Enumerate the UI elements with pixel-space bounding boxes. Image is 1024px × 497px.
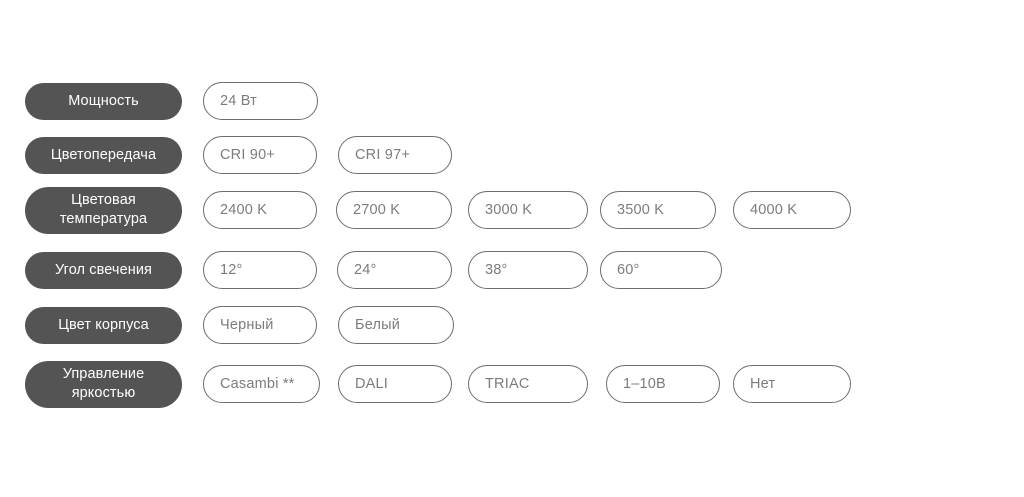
spec-label-text: Мощность <box>68 92 139 109</box>
spec-option-label: TRIAC <box>485 376 530 392</box>
spec-option-button[interactable]: 2700 K <box>336 191 452 229</box>
spec-option-button[interactable]: 3000 K <box>468 191 588 229</box>
spec-option-button[interactable]: Черный <box>203 306 317 344</box>
spec-option-label: 2700 K <box>353 202 401 218</box>
spec-option-label: DALI <box>355 376 389 392</box>
spec-option-button[interactable]: CRI 90+ <box>203 136 317 174</box>
spec-option-label: 24 Вт <box>220 93 257 109</box>
spec-label-line: Цветовая <box>71 192 136 209</box>
spec-label-5: Цвет корпуса <box>25 306 182 344</box>
spec-label-line: яркостью <box>71 385 136 401</box>
spec-option-button[interactable]: 38° <box>468 251 588 289</box>
spec-label-3: Цветовая температура <box>25 186 182 234</box>
spec-option-label: Нет <box>750 376 776 392</box>
spec-option-label: 3500 K <box>617 202 665 218</box>
spec-option-button[interactable]: 24 Вт <box>203 82 318 120</box>
spec-label-text: Цветовая температура <box>60 191 147 228</box>
spec-label-6: Управление яркостью <box>25 360 182 408</box>
spec-option-button[interactable]: Белый <box>338 306 454 344</box>
spec-label-line: температура <box>59 211 148 227</box>
spec-option-label: Белый <box>355 317 401 333</box>
spec-label-line: Управление <box>62 366 145 383</box>
spec-label-text: Цветопередача <box>50 146 157 163</box>
spec-option-button[interactable]: Casambi ** <box>203 365 320 403</box>
spec-option-button[interactable]: 60° <box>600 251 722 289</box>
spec-option-button[interactable]: 12° <box>203 251 317 289</box>
spec-option-button[interactable]: CRI 97+ <box>338 136 452 174</box>
spec-option-label: Casambi ** <box>220 376 295 392</box>
spec-label-text: Цвет корпуса <box>58 316 149 333</box>
spec-label-text: Управление яркостью <box>63 365 145 402</box>
spec-option-label: CRI 97+ <box>355 147 410 163</box>
spec-option-button[interactable]: 4000 K <box>733 191 851 229</box>
spec-option-label: 60° <box>617 262 640 278</box>
spec-option-label: 2400 K <box>220 202 268 218</box>
spec-option-label: 3000 K <box>485 202 533 218</box>
spec-option-button[interactable]: 24° <box>337 251 452 289</box>
spec-option-label: CRI 90+ <box>220 147 275 163</box>
spec-option-label: 4000 K <box>750 202 798 218</box>
spec-option-label: Черный <box>220 317 274 333</box>
spec-option-button[interactable]: 2400 K <box>203 191 317 229</box>
spec-option-button[interactable]: TRIAC <box>468 365 588 403</box>
spec-option-label: 38° <box>485 262 508 278</box>
spec-option-button[interactable]: DALI <box>338 365 452 403</box>
spec-option-label: 12° <box>220 262 243 278</box>
spec-option-button[interactable]: 3500 K <box>600 191 716 229</box>
spec-option-button[interactable]: 1–10В <box>606 365 720 403</box>
spec-label-text: Угол свечения <box>54 261 152 278</box>
spec-label-4: Угол свечения <box>25 251 182 289</box>
spec-option-label: 1–10В <box>623 376 666 392</box>
spec-label-2: Цветопередача <box>25 136 182 174</box>
spec-option-label: 24° <box>354 262 377 278</box>
spec-option-button[interactable]: Нет <box>733 365 851 403</box>
spec-label-1: Мощность <box>25 82 182 120</box>
